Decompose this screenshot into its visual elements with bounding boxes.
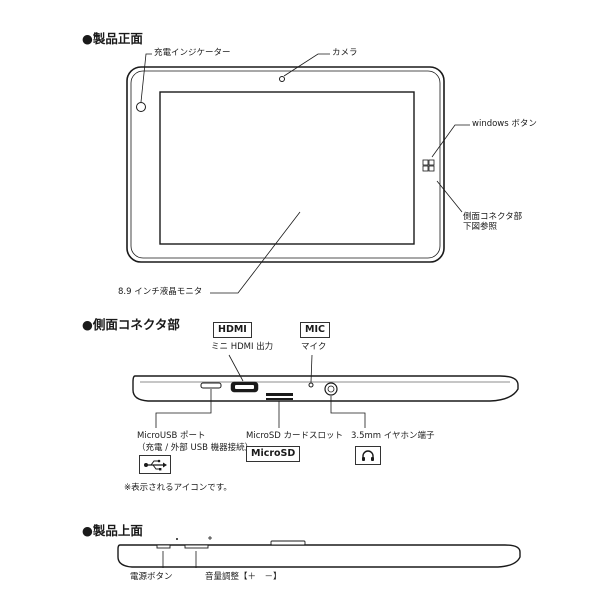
label-power-button: 電源ボタン xyxy=(130,572,173,582)
volume-button-part xyxy=(184,544,209,549)
charge-indicator-led xyxy=(136,102,146,112)
label-volume: 音量調整【＋ －】 xyxy=(205,572,282,582)
microusb-port xyxy=(200,382,222,389)
label-microsd-slot: MicroSD カードスロット xyxy=(246,431,344,441)
windows-logo-icon xyxy=(422,159,435,172)
microsd-slot xyxy=(266,393,293,400)
side-leader-lines xyxy=(155,354,366,428)
label-side-connector: 側面コネクタ部 下図参照 xyxy=(463,212,523,233)
mic-hole xyxy=(308,382,314,388)
label-hdmi-output: ミニ HDMI 出力 xyxy=(211,342,274,352)
label-earphone-jack: 3.5mm イヤホン端子 xyxy=(351,431,435,441)
section-top-heading: ●製品上面 xyxy=(82,523,143,538)
hdmi-icon: HDMI xyxy=(213,322,252,338)
power-button-part xyxy=(156,544,171,549)
label-camera: カメラ xyxy=(332,48,358,58)
label-charge-indicator: 充電インジケーター xyxy=(154,48,231,58)
label-mic: マイク xyxy=(301,342,327,352)
usb-icon xyxy=(139,455,171,474)
tablet-top xyxy=(117,544,521,568)
top-vent xyxy=(270,540,306,546)
top-leader-lines xyxy=(162,551,197,568)
front-leader-lines xyxy=(140,53,470,294)
mini-hdmi-port-inner xyxy=(235,385,254,389)
earphone-jack xyxy=(324,382,338,396)
label-microusb: MicroUSB ポート （充電 / 外部 USB 機器接続） xyxy=(137,431,254,454)
mic-icon: MIC xyxy=(300,322,330,338)
label-monitor: 8.9 インチ液晶モニタ xyxy=(118,287,203,297)
label-windows-button: windows ボタン xyxy=(472,119,537,129)
section-side-heading: ●側面コネクタ部 xyxy=(82,317,180,332)
camera-lens xyxy=(279,76,285,82)
section-front-heading: ●製品正面 xyxy=(82,31,143,46)
lcd-screen xyxy=(159,91,415,245)
headphone-icon xyxy=(355,446,381,465)
note-icon-display: ※表示されるアイコンです。 xyxy=(124,483,232,493)
microsd-icon: MicroSD xyxy=(246,446,301,462)
